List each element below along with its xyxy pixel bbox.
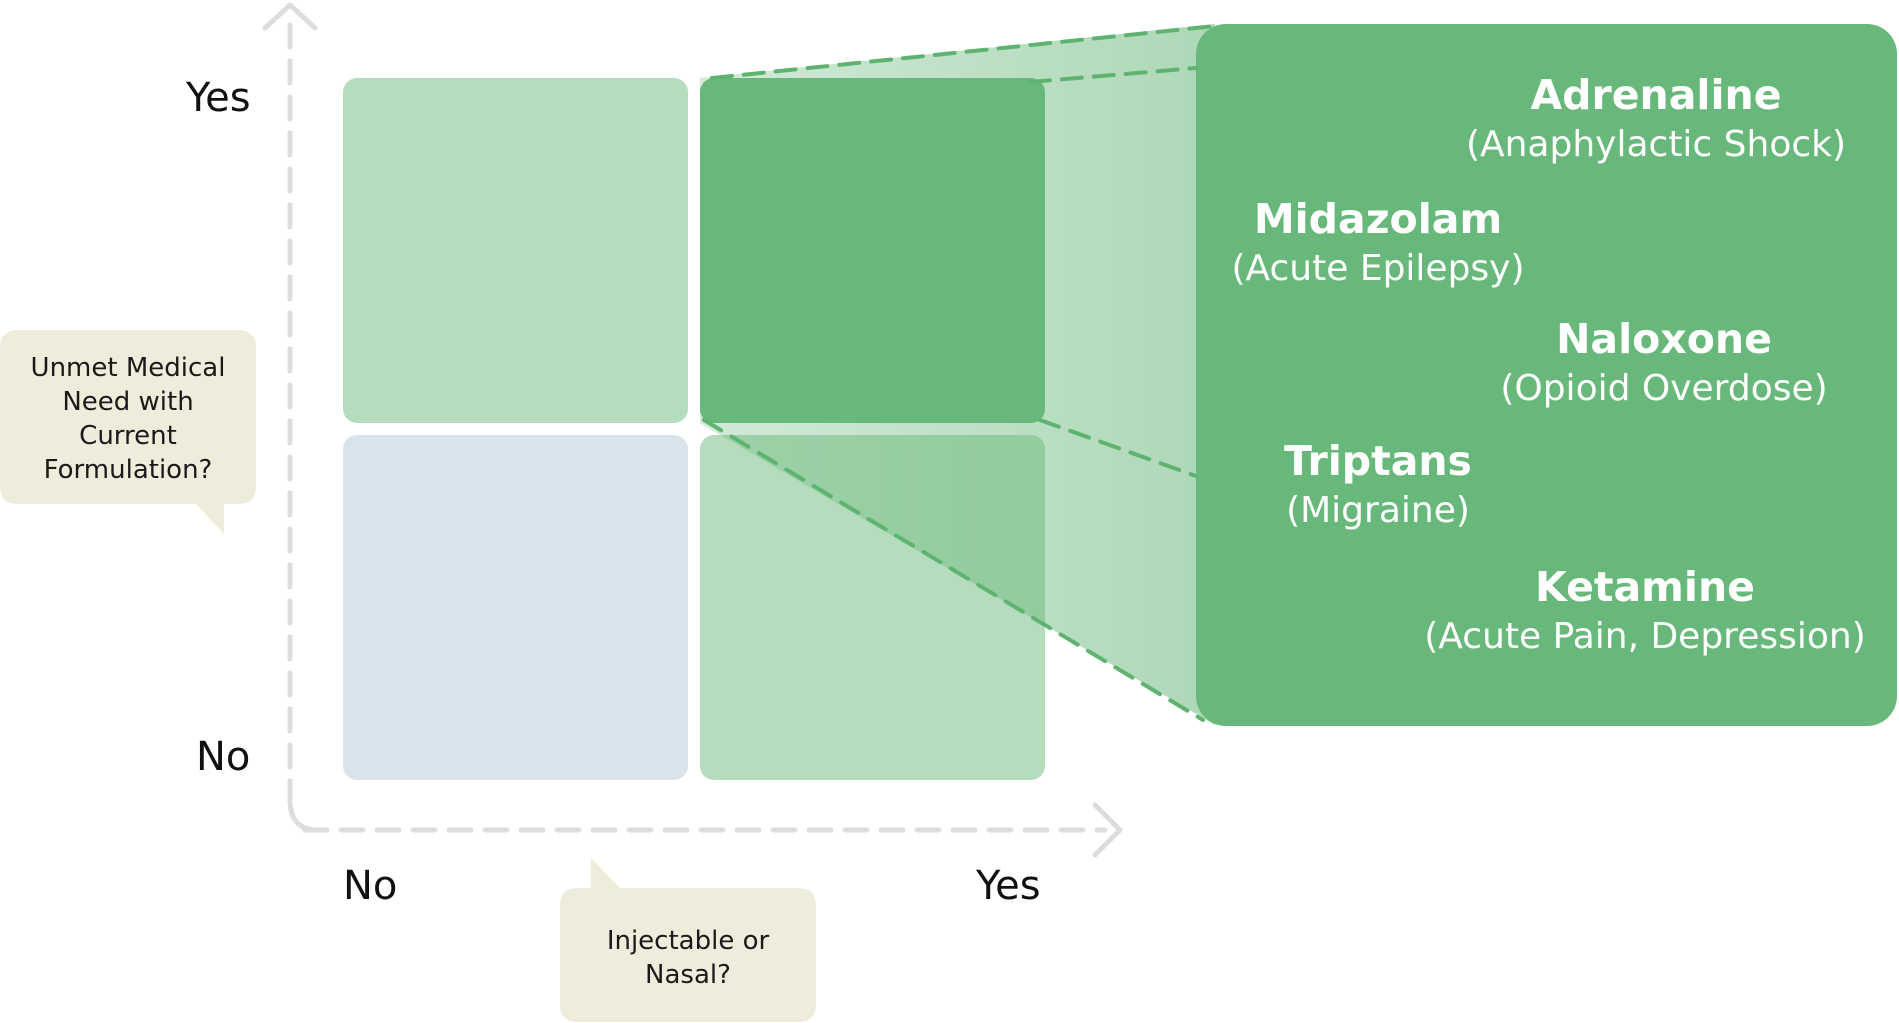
drug-entry-adrenaline: Adrenaline (Anaphylactic Shock) xyxy=(1456,70,1856,170)
drug-indication: (Acute Pain, Depression) xyxy=(1424,616,1866,657)
drug-entry-naloxone: Naloxone (Opioid Overdose) xyxy=(1464,314,1864,414)
drug-entry-ketamine: Ketamine (Acute Pain, Depression) xyxy=(1420,562,1870,662)
y-axis-yes-label: Yes xyxy=(186,75,251,121)
drug-name: Triptans xyxy=(1284,437,1472,485)
drug-name: Midazolam xyxy=(1253,195,1503,243)
y-axis-arrow-icon xyxy=(262,2,318,31)
x-axis-question: Injectable or Nasal? xyxy=(606,926,770,990)
drug-name: Adrenaline xyxy=(1530,71,1782,119)
connector-line-top-outer xyxy=(710,24,1217,80)
drug-indication: (Anaphylactic Shock) xyxy=(1465,124,1847,165)
connector-line-bottom-inner xyxy=(1038,418,1198,478)
x-axis-arrow-icon xyxy=(1092,802,1123,858)
x-axis-no-label: No xyxy=(343,863,398,909)
drug-entry-triptans: Triptans (Migraine) xyxy=(1178,436,1578,536)
drug-name: Naloxone xyxy=(1556,315,1772,363)
drug-name: Ketamine xyxy=(1535,563,1755,611)
quadrant-top-right-highlighted xyxy=(700,78,1045,423)
x-axis-corner xyxy=(287,797,321,833)
drug-indication: (Acute Epilepsy) xyxy=(1231,248,1525,289)
y-axis-no-label: No xyxy=(196,734,251,780)
drug-entry-midazolam: Midazolam (Acute Epilepsy) xyxy=(1178,194,1578,294)
connector-line-bottom-outer xyxy=(702,418,1205,722)
x-axis-yes-label: Yes xyxy=(976,863,1041,909)
connector-line-top-inner xyxy=(1028,66,1198,84)
drug-indication: (Migraine) xyxy=(1286,490,1470,531)
quadrant-bottom-left xyxy=(343,435,688,780)
quadrant-top-left xyxy=(343,78,688,423)
x-question-callout-bubble xyxy=(560,858,816,1022)
drug-panel xyxy=(1196,24,1897,726)
y-axis-question: Unmet Medical Need with Current Formulat… xyxy=(30,353,226,485)
y-question-callout-bubble xyxy=(0,330,256,534)
drug-indication: (Opioid Overdose) xyxy=(1500,368,1828,409)
